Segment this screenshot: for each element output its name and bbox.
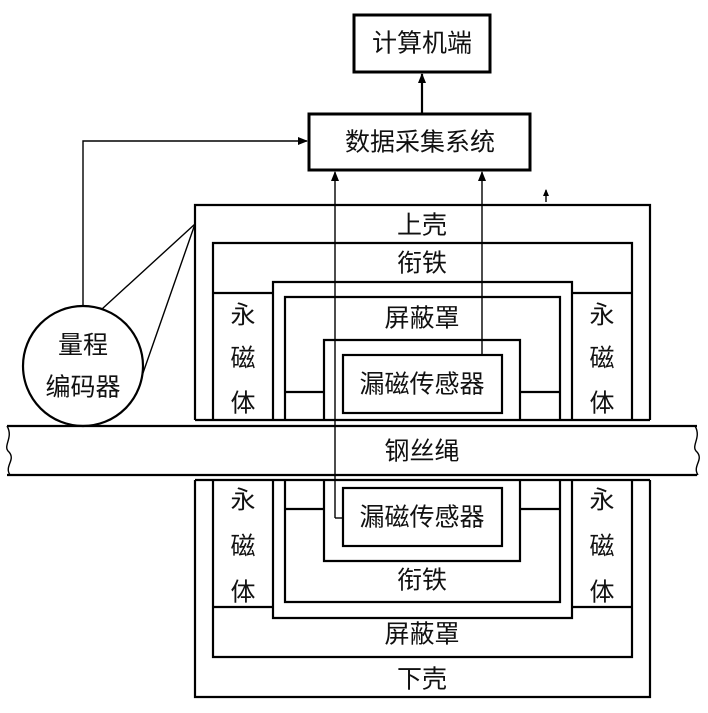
lower-left-magnet-char: 体 [230, 578, 255, 607]
upper-assembly: 上壳 衔铁 屏蔽罩 漏磁传感器 永 磁 体 永 磁 体 [193, 203, 652, 422]
rope-label: 钢丝绳 [384, 437, 459, 466]
encoder-circle: 量程 编码器 [21, 223, 196, 428]
lower-shield-inner [271, 480, 574, 620]
lower-shield-outer [211, 480, 634, 659]
upper-shield-outer [283, 295, 562, 420]
upper-shield-inner [322, 338, 522, 420]
lower-shell [193, 480, 652, 699]
daq-box: 数据采集系统 [307, 112, 532, 172]
upper-armature-inner [271, 280, 574, 420]
upper-armature-label: 衔铁 [397, 249, 447, 278]
lower-right-magnet-char: 体 [589, 578, 614, 607]
upper-right-magnet-char: 永 [589, 301, 614, 330]
encoder-label-1: 量程 [58, 331, 108, 360]
lower-assembly: 漏磁传感器 衔铁 屏蔽罩 下壳 永 磁 体 永 磁 体 [193, 478, 652, 699]
encoder-to-daq-arrow [82, 137, 308, 307]
encoder-label-2: 编码器 [45, 373, 120, 402]
upper-armature-outer [211, 241, 634, 420]
lower-right-magnet-char: 磁 [589, 532, 614, 561]
lower-right-magnet-char: 永 [589, 486, 614, 515]
computer-label: 计算机端 [372, 29, 472, 58]
upper-right-magnet-char: 体 [589, 389, 614, 418]
upper-shell-label: 上壳 [397, 211, 447, 240]
lower-sensor-label: 漏磁传感器 [359, 503, 484, 532]
computer-box: 计算机端 [352, 13, 492, 74]
upper-left-magnet-char: 磁 [230, 344, 255, 373]
lower-sensor-box [341, 486, 504, 548]
upper-sensor-label: 漏磁传感器 [359, 370, 484, 399]
upper-sensor-box [341, 353, 504, 415]
upper-left-magnet-char: 永 [230, 301, 255, 330]
daq-label: 数据采集系统 [345, 128, 495, 157]
lower-shield-label: 屏蔽罩 [384, 620, 459, 649]
upper-shield-label: 屏蔽罩 [384, 304, 459, 333]
lower-armature-outer [283, 480, 562, 604]
lower-left-magnet-char: 磁 [230, 532, 255, 561]
upper-right-magnet-char: 磁 [589, 344, 614, 373]
wire-rope: 钢丝绳 [6, 424, 700, 477]
lower-shell-label: 下壳 [397, 665, 447, 694]
small-arrow-mark [543, 189, 549, 202]
lower-armature-inner [322, 480, 522, 563]
upper-left-magnet-char: 体 [230, 389, 255, 418]
lower-left-magnet-char: 永 [230, 486, 255, 515]
upper-shell [193, 203, 652, 420]
lower-armature-label: 衔铁 [397, 566, 447, 595]
